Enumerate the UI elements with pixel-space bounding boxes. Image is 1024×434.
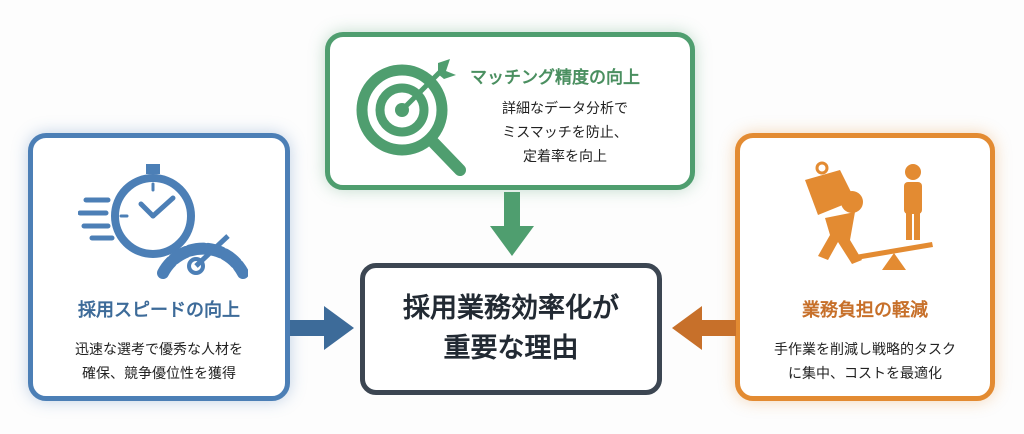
central-title-line: 採用業務効率化が [403,293,619,324]
workload-reduction-card: 業務負担の軽減 手作業を削減し戦略的タスク に集中、コストを最適化 [735,133,995,401]
right-arrow-icon [290,306,354,350]
desc-line: 詳細なデータ分析で [502,101,628,117]
card-description: 迅速な選考で優秀な人材を 確保、競争優位性を獲得 [33,338,285,386]
card-description: 手作業を削減し戦略的タスク に集中、コストを最適化 [740,338,990,386]
hiring-speed-card: 採用スピードの向上 迅速な選考で優秀な人材を 確保、競争優位性を獲得 [28,133,290,401]
card-description: 詳細なデータ分析で ミスマッチを防止、 定着率を向上 [480,97,650,169]
burden-seesaw-icon [805,161,933,270]
target-magnifier-icon [356,59,466,176]
central-topic-box: 採用業務効率化が 重要な理由 [360,263,662,395]
left-arrow-icon [672,306,736,350]
down-arrow-icon [490,192,534,256]
desc-line: 手作業を削減し戦略的タスク [774,342,956,358]
card-title: 採用スピードの向上 [78,300,240,321]
card-title: 業務負担の軽減 [802,300,928,321]
desc-line: に集中、コストを最適化 [788,366,942,382]
desc-line: 迅速な選考で優秀な人材を [75,342,243,358]
card-title: マッチング精度の向上 [470,68,640,88]
matching-accuracy-card: マッチング精度の向上 詳細なデータ分析で ミスマッチを防止、 定着率を向上 [325,32,695,190]
desc-line: ミスマッチを防止、 [502,125,628,141]
desc-line: 定着率を向上 [523,149,607,165]
desc-line: 確保、競争優位性を獲得 [82,366,236,382]
stopwatch-speedometer-icon [78,164,248,279]
central-title-line: 重要な理由 [443,333,579,364]
